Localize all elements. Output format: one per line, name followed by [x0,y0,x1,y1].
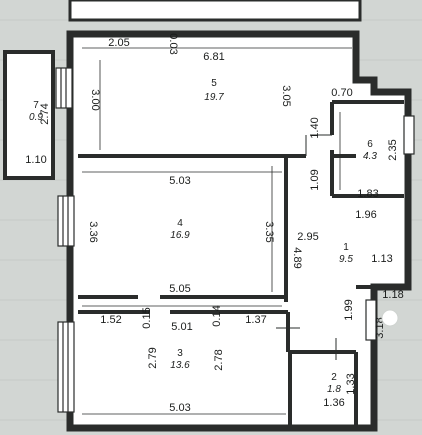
dim-label: 3.00 [89,89,101,110]
room-5-number: 5 [211,78,217,89]
dim-label: 1.33 [345,373,357,394]
dim-label: 2.95 [297,231,318,243]
dim-label: 0.15 [141,307,153,328]
dim-label: 1.99 [343,299,355,320]
dim-label: 5.03 [169,402,190,414]
top-strip [68,0,362,22]
dim-label: 5.01 [171,321,192,333]
window-room-6 [403,115,415,155]
room-2-area: 1.8 [327,384,341,395]
room-6-number: 6 [367,139,373,150]
room-3-area: 13.6 [170,360,190,371]
dim-label: 5.05 [169,283,190,295]
window-bath [365,299,377,341]
dim-label: 6.81 [203,51,224,63]
dim-label: 1.37 [245,314,266,326]
room-4-number: 4 [177,218,183,229]
dim-label: 5.03 [169,175,190,187]
balcony [3,50,55,180]
dim-label: 2.78 [213,349,225,370]
apartment-outline [66,30,412,432]
dim-label: 0.14 [211,305,223,326]
dim-label: 2.74 [39,103,51,124]
dim-label: 2.35 [387,139,399,160]
room-4-area: 16.9 [170,230,190,241]
dim-label: 1.10 [25,154,46,166]
dim-label: 1.40 [309,117,321,138]
dimension-lines [82,47,352,415]
dim-label: 1.13 [371,253,392,265]
door-swings [276,134,337,360]
dim-label: 3.36 [87,221,99,242]
marker-dot [381,309,399,327]
room-3-number: 3 [177,348,183,359]
room-7-number: 7 [33,100,39,111]
room-7-area: 0.9 [29,112,43,123]
window-room-3 [57,321,75,413]
window-room-4 [57,195,75,247]
dim-label: 3.35 [263,221,275,242]
room-6-area: 4.3 [363,151,377,162]
dim-label: 0.70 [331,87,352,99]
dim-label: 1.18 [382,289,403,301]
dim-label: 1.96 [355,209,376,221]
dim-label: 1.09 [309,169,321,190]
dim-label: 4.89 [291,247,303,268]
dim-label: 2.05 [108,37,129,49]
interior-walls [78,100,404,428]
room-2-number: 2 [331,372,337,383]
room-1-number: 1 [343,242,349,253]
windows [55,67,415,413]
dim-label: 0.03 [167,33,179,54]
dim-label: 2.79 [147,347,159,368]
room-1-area: 9.5 [339,254,353,265]
window-balcony-door [55,67,73,109]
dim-label: 1.83 [357,188,378,200]
dim-label: 3.05 [280,85,292,106]
dim-label: 1.52 [100,314,121,326]
dim-label: 1.36 [323,397,344,409]
room-5-area: 19.7 [204,92,224,103]
